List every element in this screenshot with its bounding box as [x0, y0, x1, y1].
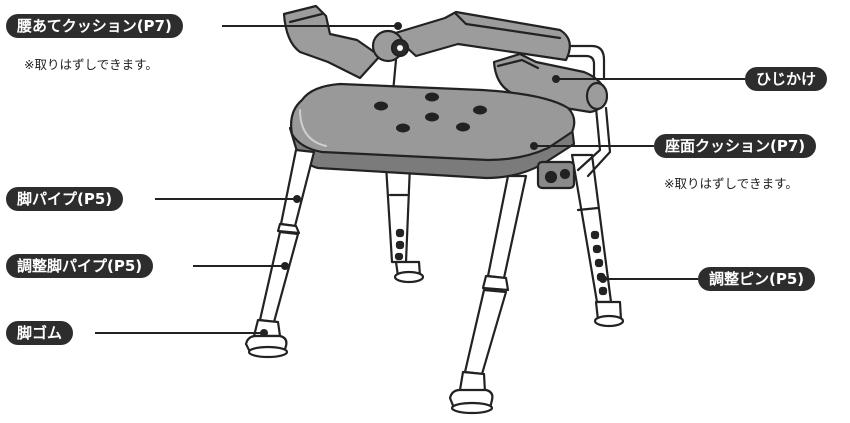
backrest-frame	[391, 44, 612, 178]
label-back-cushion: 腰あてクッション(P7)	[6, 14, 183, 38]
leader-dot-leg-rubber	[260, 329, 268, 337]
leader-dot-leg-pipe	[293, 195, 301, 203]
leader-dot-adjust-leg-pipe	[281, 262, 289, 270]
leader-dot-back-cushion	[394, 22, 402, 30]
label-leg-pipe: 脚パイプ(P5)	[6, 187, 124, 211]
back-cushion	[282, 4, 571, 80]
back-left-leg	[384, 163, 425, 284]
label-seat-cushion: 座面クッション(P7)	[654, 134, 817, 158]
leader-dot-seat-cushion	[530, 142, 538, 150]
label-armrest: ひじかけ	[745, 67, 828, 91]
leader-dot-adjust-pin	[599, 275, 607, 283]
leader-dot-armrest	[552, 75, 560, 83]
note-seat-cushion-removable: ※取りはずしできます。	[664, 176, 798, 191]
front-left-leg	[244, 148, 316, 359]
seat-bracket	[536, 160, 576, 190]
label-adjust-leg-pipe: 調整脚パイプ(P5)	[6, 254, 154, 278]
note-back-cushion-removable: ※取りはずしできます。	[24, 57, 158, 72]
label-adjust-pin: 調整ピン(P5)	[698, 267, 816, 291]
back-right-leg	[570, 153, 625, 328]
label-leg-rubber: 脚ゴム	[6, 321, 74, 345]
front-right-leg	[448, 174, 528, 415]
seat-cushion-shape	[288, 82, 576, 180]
leader-lines	[95, 22, 745, 337]
armrest	[492, 52, 609, 114]
